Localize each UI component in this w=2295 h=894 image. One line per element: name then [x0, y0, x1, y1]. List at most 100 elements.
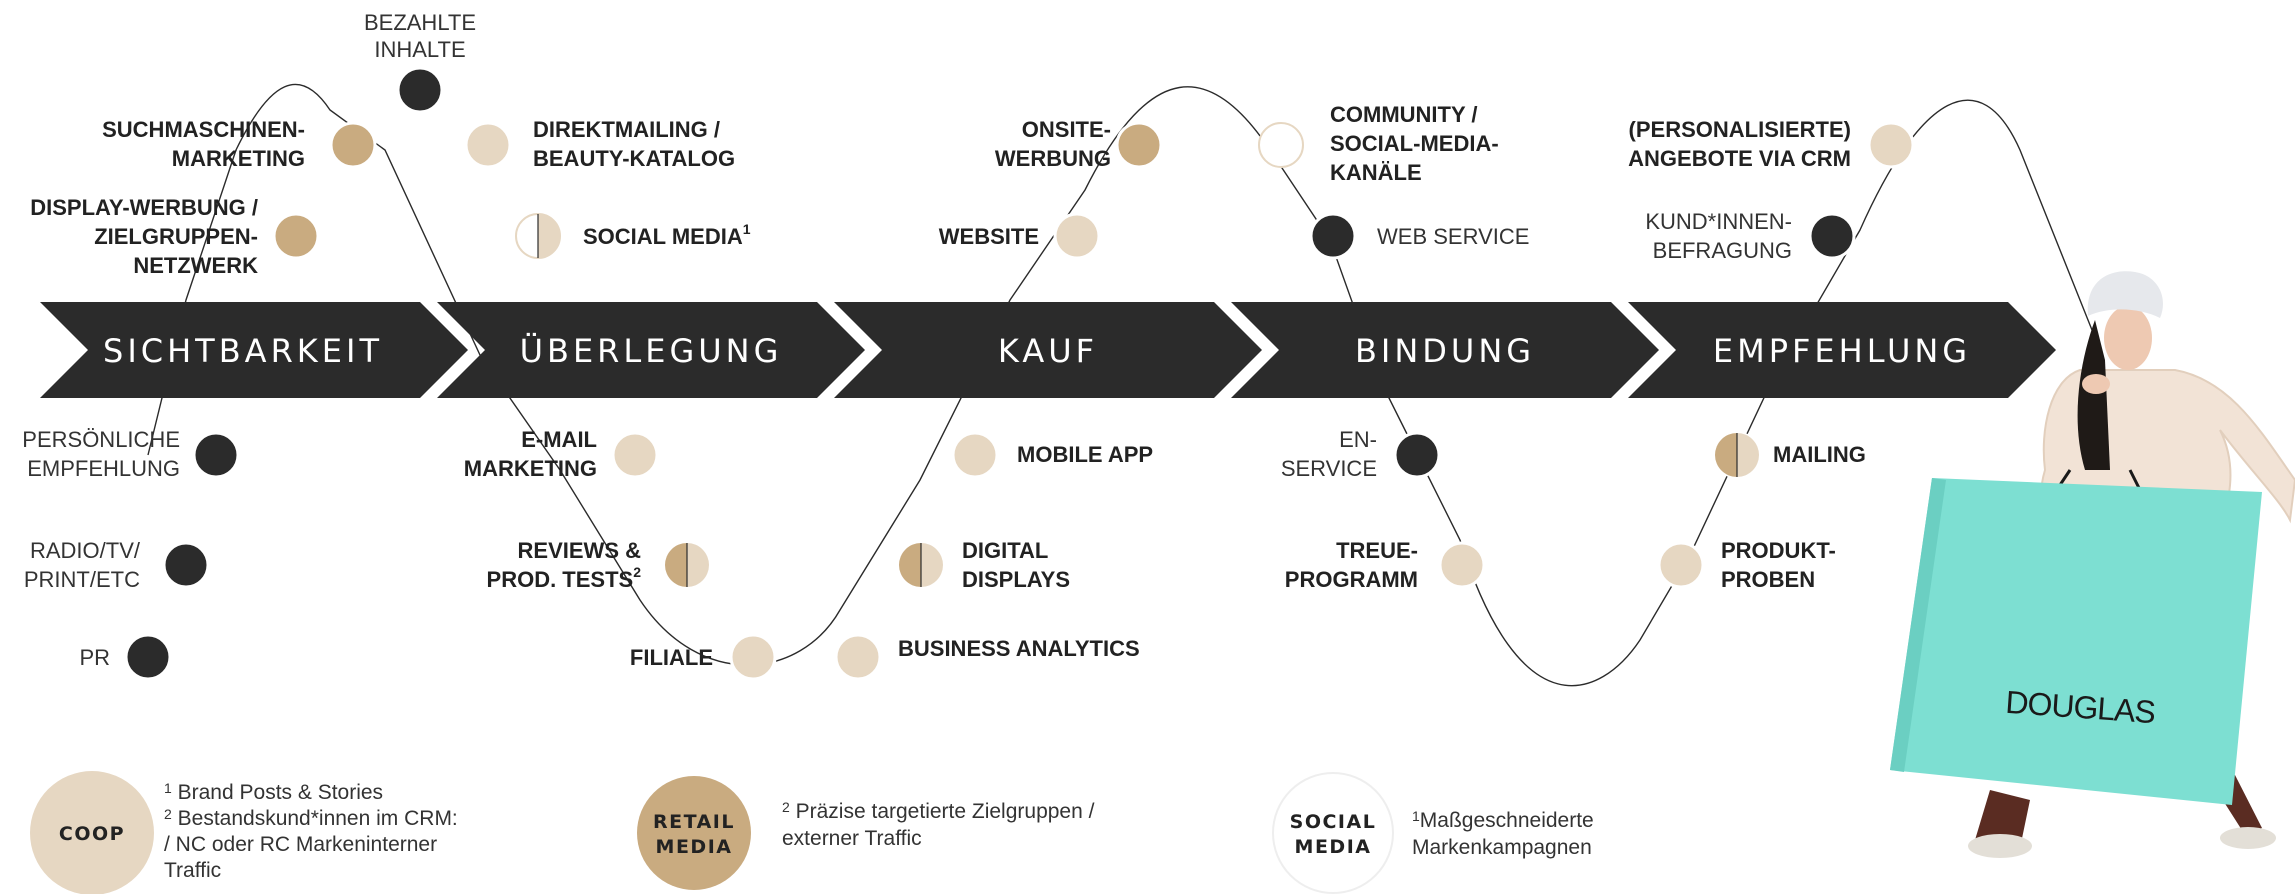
legend-retail-circle [637, 776, 751, 890]
label-treue-2: PROGRAMM [1285, 567, 1418, 592]
label-social-media: SOCIAL MEDIA1 [583, 221, 751, 249]
label-website: WEBSITE [939, 224, 1039, 249]
half-fill-overlays [537, 214, 1759, 587]
legend: COOP 1 Brand Posts & Stories 2 Bestandsk… [30, 771, 1594, 894]
label-community-2: SOCIAL-MEDIA- [1330, 131, 1499, 156]
stage-arrow-bindung [1231, 302, 1659, 398]
label-bezahlte-1: BEZAHLTE [364, 10, 476, 35]
label-reviews-2: PROD. TESTS2 [487, 564, 642, 592]
legend-social-line-1: 1Maßgeschneiderte [1412, 808, 1594, 832]
legend-coop-line-2: 2 Bestandskund*innen im CRM: [164, 806, 458, 830]
stage-label-kauf: KAUF [998, 332, 1098, 370]
label-direktmailing-2: BEAUTY-KATALOG [533, 146, 735, 171]
label-bezahlte-2: INHALTE [374, 37, 465, 62]
legend-coop-line-3: / NC oder RC Markeninterner [164, 833, 437, 856]
half-reviews-right [687, 543, 709, 587]
label-display-1: DISPLAY-WERBUNG / [30, 195, 258, 220]
stage-arrow-kauf [834, 302, 1262, 398]
half-reviews-left [665, 543, 687, 587]
stage-label-sichtbarkeit: SICHTBARKEIT [103, 332, 383, 370]
label-digital-2: DISPLAYS [962, 567, 1070, 592]
half-mailing-left [1715, 433, 1737, 477]
label-email-2: MARKETING [464, 456, 597, 481]
half-mailing-right [1737, 433, 1759, 477]
node-business-analytics [834, 633, 882, 681]
node-community [1258, 122, 1304, 168]
legend-retail-label-2: MEDIA [656, 836, 733, 858]
node-persoenliche [192, 431, 240, 479]
node-suchmaschinen [329, 121, 377, 169]
legend-coop-line-4: Traffic [164, 859, 221, 882]
label-en-service-2: SERVICE [1281, 456, 1377, 481]
legend-social-label-1: SOCIAL [1290, 811, 1377, 833]
label-suchmaschinen-2: MARKETING [172, 146, 305, 171]
shopper-hair [2077, 320, 2110, 470]
label-filiale: FILIALE [630, 645, 713, 670]
label-business-analytics: BUSINESS ANALYTICS [898, 636, 1140, 661]
legend-coop-line-1: 1 Brand Posts & Stories [164, 780, 383, 804]
stage-arrow-ueberlegung [437, 302, 865, 398]
label-web-service: WEB SERVICE [1377, 224, 1529, 249]
label-display-2: ZIELGRUPPEN- [94, 224, 258, 249]
label-pr: PR [79, 645, 110, 670]
label-onsite-2: WERBUNG [995, 146, 1111, 171]
label-persoenliche-2: EMPFEHLUNG [27, 456, 180, 481]
shopper-illustration: DOUGLAS [1890, 271, 2295, 858]
label-persoenliche-1: PERSÖNLICHE [22, 427, 180, 452]
node-befragung [1808, 212, 1856, 260]
label-produkt-2: PROBEN [1721, 567, 1815, 592]
shopper-face [2104, 306, 2152, 370]
stage-arrow-empfehlung [1628, 302, 2056, 398]
label-reviews-1: REVIEWS & [518, 538, 642, 563]
node-onsite [1115, 121, 1163, 169]
shopper-hand [2082, 374, 2110, 394]
node-pr [124, 633, 172, 681]
label-direktmailing-1: DIREKTMAILING / [533, 117, 720, 142]
shopper-hat [2087, 271, 2163, 318]
node-mobile-app [951, 431, 999, 479]
stage-label-ueberlegung: ÜBERLEGUNG [520, 332, 783, 370]
legend-social-circle [1272, 772, 1394, 894]
legend-retail-line-2: externer Traffic [782, 827, 922, 850]
half-digital-right [921, 543, 943, 587]
legend-retail-label-1: RETAIL [653, 811, 735, 833]
shopper-legs [1975, 790, 2030, 848]
stage-labels: SICHTBARKEIT ÜBERLEGUNG KAUF BINDUNG EMP… [103, 332, 1971, 370]
shopper-boot-left [1968, 834, 2032, 858]
shopper-boot-right [2220, 827, 2276, 849]
label-onsite-1: ONSITE- [1022, 117, 1111, 142]
half-digital-left [899, 543, 921, 587]
node-radio [162, 541, 210, 589]
stage-label-empfehlung: EMPFEHLUNG [1713, 332, 1971, 370]
node-en-service [1393, 431, 1441, 479]
node-website [1053, 212, 1101, 260]
stage-label-bindung: BINDUNG [1355, 332, 1535, 370]
node-email [611, 431, 659, 479]
labels-top: BEZAHLTE INHALTE SUCHMASCHINEN- MARKETIN… [30, 10, 1851, 278]
label-display-3: NETZWERK [133, 253, 258, 278]
label-personalisierte-1: (PERSONALISIERTE) [1629, 117, 1851, 142]
node-web-service [1309, 212, 1357, 260]
half-social-media [538, 214, 560, 258]
node-display [272, 212, 320, 260]
node-produkt [1657, 541, 1705, 589]
legend-retail-line-1: 2 Präzise targetierte Zielgruppen / [782, 799, 1095, 823]
legend-coop-circle [30, 771, 154, 894]
label-personalisierte-2: ANGEBOTE VIA CRM [1628, 146, 1851, 171]
label-mailing: MAILING [1773, 442, 1866, 467]
label-produkt-1: PRODUKT- [1721, 538, 1836, 563]
node-personalisierte [1867, 121, 1915, 169]
label-radio-2: PRINT/ETC [24, 567, 140, 592]
label-mobile-app: MOBILE APP [1017, 442, 1153, 467]
node-treue [1438, 541, 1486, 589]
label-email-1: E-MAIL [521, 427, 597, 452]
legend-social-line-2: Markenkampagnen [1412, 836, 1592, 859]
label-suchmaschinen-1: SUCHMASCHINEN- [102, 117, 305, 142]
label-radio-1: RADIO/TV/ [30, 538, 141, 563]
legend-social-label-2: MEDIA [1295, 836, 1372, 858]
stage-arrow-sichtbarkeit [40, 302, 468, 398]
labels-bottom: PERSÖNLICHE EMPFEHLUNG RADIO/TV/ PRINT/E… [22, 427, 1866, 670]
node-filiale [729, 633, 777, 681]
label-befragung-1: KUND*INNEN- [1645, 209, 1792, 234]
